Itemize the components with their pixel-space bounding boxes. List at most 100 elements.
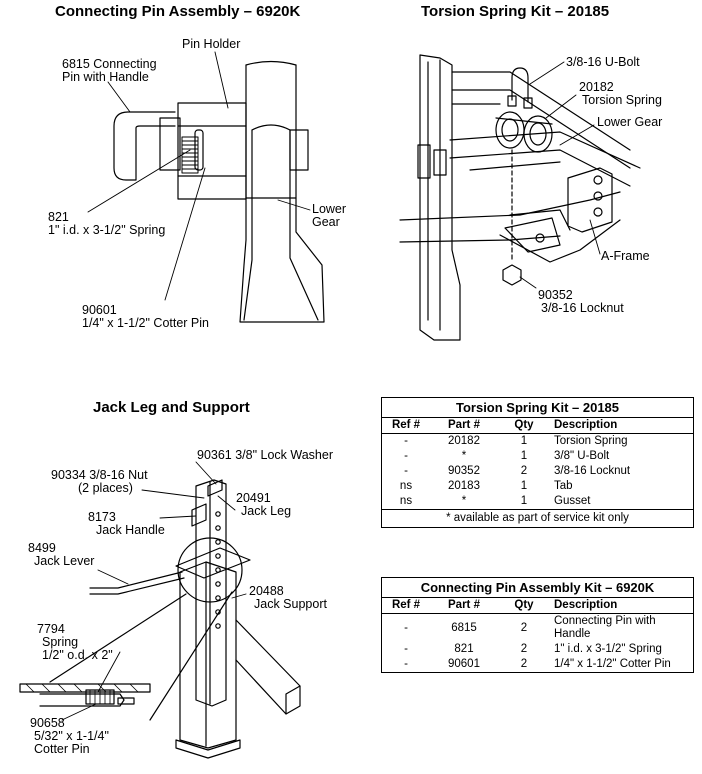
- row-part: 6815: [451, 621, 477, 634]
- col-description: Description: [550, 597, 694, 614]
- jack-spring-label-3: 1/2" o.d. x 2": [42, 648, 113, 662]
- table-row: - 20182 1 Torsion Spring: [382, 434, 694, 450]
- row-qty: 1: [520, 480, 528, 492]
- row-ref: -: [404, 465, 408, 477]
- jack-lever-label-2: Jack Lever: [34, 554, 95, 568]
- col-ref: Ref #: [381, 597, 430, 614]
- torsion-table-note: * available as part of service kit only: [381, 509, 694, 528]
- pin-table-title: Connecting Pin Assembly Kit – 6920K: [381, 577, 694, 598]
- torsion-spring-drawing: [399, 54, 641, 341]
- pin-holder-label: Pin Holder: [182, 37, 241, 51]
- row-ref: -: [404, 450, 408, 462]
- table-row: - 90601 2 1/4" x 1-1/2" Cotter Pin: [382, 657, 694, 673]
- jack-leaders: [61, 461, 247, 721]
- nut-label-1: 90334 3/8-16 Nut: [51, 468, 148, 482]
- row-description: Gusset: [554, 495, 591, 507]
- jack-support-label-1: 20488: [249, 584, 284, 598]
- row-description: Connecting Pin with Handle: [554, 615, 656, 640]
- jack-cotter-label-1: 90658: [30, 716, 65, 730]
- row-qty: 2: [520, 621, 528, 634]
- lower-gear-label-1: Lower: [312, 202, 347, 216]
- row-part: 90601: [448, 658, 480, 670]
- torsion-table-header: Ref # Part # Qty Description: [381, 417, 694, 434]
- row-qty: 2: [520, 465, 528, 477]
- jack-leg-label-2: Jack Leg: [241, 504, 292, 518]
- pin-handle-label-2: Pin with Handle: [62, 70, 149, 84]
- jack-lever-label-1: 8499: [28, 541, 56, 555]
- torsion-table-title: Torsion Spring Kit – 20185: [381, 397, 694, 418]
- nut-label-2: (2 places): [78, 481, 133, 495]
- row-description: Tab: [554, 480, 573, 492]
- pin-table-header: Ref # Part # Qty Description: [381, 597, 694, 614]
- torsion-spring-coils: [495, 111, 553, 153]
- table-row: - 821 2 1" i.d. x 3-1/2" Spring: [382, 642, 694, 657]
- row-ref: ns: [399, 480, 413, 492]
- jack-leg-label-1: 20491: [236, 491, 271, 505]
- pin-handle-label-1: 6815 Connecting: [62, 57, 157, 71]
- jack-support-label-2: Jack Support: [254, 597, 327, 611]
- row-qty: 1: [520, 495, 528, 507]
- lower-gear-label: Lower Gear: [597, 115, 663, 129]
- torsion-spring-label-2: Torsion Spring: [582, 93, 662, 107]
- row-ref: -: [404, 658, 408, 670]
- pin-spring-label-1: 821: [48, 210, 69, 224]
- row-qty: 1: [520, 435, 528, 447]
- col-ref: Ref #: [381, 417, 430, 434]
- torsion-spring-label-1: 20182: [579, 80, 614, 94]
- jack-cotter-label-3: Cotter Pin: [34, 742, 90, 756]
- col-qty: Qty: [498, 597, 550, 614]
- pin-spring-label-2: 1" i.d. x 3-1/2" Spring: [48, 223, 166, 237]
- locknut-label-2: 3/8-16 Locknut: [541, 301, 624, 315]
- connecting-pin-leaders: [87, 51, 311, 301]
- row-part: 20182: [448, 435, 480, 447]
- row-description: 3/8" U-Bolt: [554, 450, 610, 462]
- jack-spring-label-2: Spring: [42, 635, 79, 649]
- col-description: Description: [550, 417, 694, 434]
- lower-gear-label-2: Gear: [312, 215, 340, 229]
- table-row: ns * 1 Gusset: [382, 494, 694, 510]
- row-part: 821: [454, 643, 474, 655]
- jack-cotter-label-2: 5/32" x 1-1/4": [34, 729, 109, 743]
- row-ref: -: [404, 435, 408, 447]
- torsion-spring-parts-table: Torsion Spring Kit – 20185 Ref # Part # …: [381, 397, 694, 528]
- table-row: - 90352 2 3/8-16 Locknut: [382, 464, 694, 479]
- row-part: *: [461, 495, 467, 507]
- row-part: 90352: [448, 465, 480, 477]
- row-part: 20183: [448, 480, 480, 492]
- torsion-leaders: [519, 61, 601, 289]
- table-row: ns 20183 1 Tab: [382, 479, 694, 494]
- row-qty: 1: [520, 450, 528, 462]
- table-row: - * 1 3/8" U-Bolt: [382, 449, 694, 464]
- jack-leg-title: Jack Leg and Support: [93, 399, 250, 416]
- table-row: - 6815 2 Connecting Pin with Handle: [382, 614, 694, 643]
- connecting-pin-title: Connecting Pin Assembly – 6920K: [55, 3, 301, 20]
- connecting-pin-drawing: [113, 60, 325, 323]
- aframe-label: A-Frame: [601, 249, 650, 263]
- pin-cotter-label-1: 90601: [82, 303, 117, 317]
- row-description: 3/8-16 Locknut: [554, 465, 631, 477]
- jack-handle-label-1: 8173: [88, 510, 116, 524]
- row-description: 1/4" x 1-1/2" Cotter Pin: [554, 658, 671, 670]
- jack-handle-label-2: Jack Handle: [96, 523, 165, 537]
- locknut-label-1: 90352: [538, 288, 573, 302]
- ubolt-label: 3/8-16 U-Bolt: [566, 55, 640, 69]
- row-description: 1" i.d. x 3-1/2" Spring: [554, 643, 662, 655]
- jack-leg-drawing: [89, 479, 301, 759]
- col-part: Part #: [430, 417, 498, 434]
- jack-detail-inset: [19, 591, 233, 721]
- connecting-pin-parts-table: Connecting Pin Assembly Kit – 6920K Ref …: [381, 577, 694, 673]
- row-ref: -: [404, 643, 408, 655]
- row-qty: 2: [520, 643, 528, 655]
- jack-spring-label-1: 7794: [37, 622, 65, 636]
- row-ref: ns: [399, 495, 413, 507]
- col-qty: Qty: [498, 417, 550, 434]
- col-part: Part #: [430, 597, 498, 614]
- torsion-spring-title: Torsion Spring Kit – 20185: [421, 3, 610, 20]
- pin-cotter-label-2: 1/4" x 1-1/2" Cotter Pin: [82, 316, 209, 330]
- row-qty: 2: [520, 658, 528, 670]
- row-ref: -: [404, 621, 408, 634]
- row-part: *: [461, 450, 467, 462]
- row-description: Torsion Spring: [554, 435, 628, 447]
- lock-washer-label: 90361 3/8" Lock Washer: [197, 448, 333, 462]
